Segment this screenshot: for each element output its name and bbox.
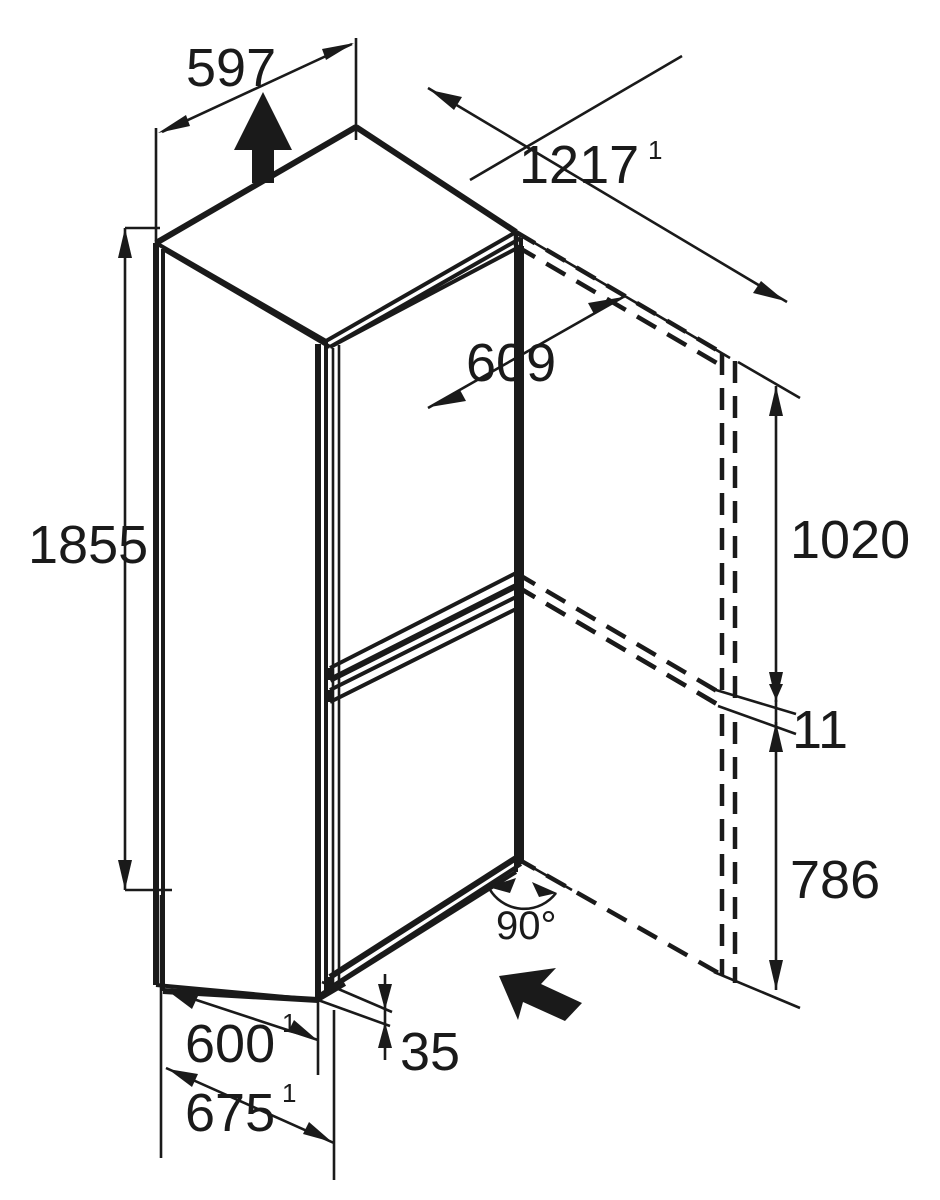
dim-label-675: 675 <box>185 1083 275 1143</box>
dim-label-609: 609 <box>466 333 556 393</box>
angle-90-marker <box>476 856 573 911</box>
dim-label-1217: 1217 <box>519 135 639 195</box>
dim-1855-group <box>118 226 172 892</box>
dim-note-600: 1 <box>282 1008 296 1038</box>
dim-786-group <box>713 704 801 1010</box>
dim-note-675: 1 <box>282 1078 296 1108</box>
dim-label-11: 11 <box>792 700 848 760</box>
dim-label-1020: 1020 <box>790 510 910 570</box>
cabinet-body <box>153 124 524 1003</box>
dim-label-1855: 1855 <box>28 515 148 575</box>
dim-label-35: 35 <box>400 1022 460 1082</box>
dim-1020-group <box>715 360 801 716</box>
dim-label-786: 786 <box>790 850 880 910</box>
dim-label-600: 600 <box>185 1014 275 1074</box>
dim-675-group <box>159 1010 336 1180</box>
dim-label-597: 597 <box>186 38 276 98</box>
dim-note-1217: 1 <box>648 135 662 165</box>
dim-label-90deg: 90° <box>496 904 557 948</box>
up-arrow-marker <box>234 92 292 183</box>
door-swing-arrow-marker <box>499 968 582 1021</box>
